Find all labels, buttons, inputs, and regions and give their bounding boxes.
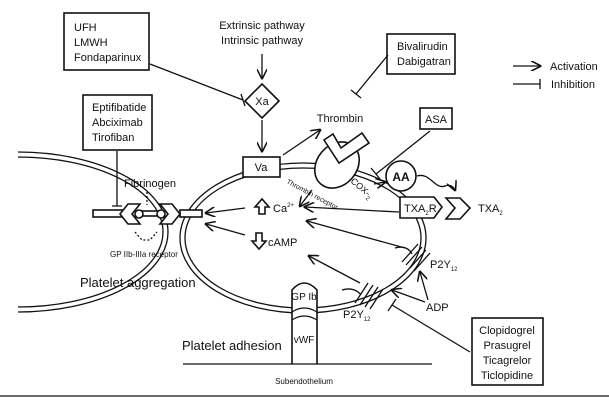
- inhibition-cox2-line: [375, 130, 431, 175]
- subendothelium-label: Subendothelium: [275, 377, 333, 386]
- txa2-chevron-icon: [444, 197, 472, 220]
- activation-arrow-icon: [420, 272, 429, 301]
- calcium-label: Ca2+: [273, 203, 294, 215]
- dotted-arrows-icon: [134, 231, 158, 241]
- activation-arrow-icon: [307, 221, 406, 249]
- drug-bivalirudin: Bivalirudin: [397, 41, 448, 53]
- drug-eptifibatide: Eptifibatide: [92, 102, 146, 114]
- inhibition-bar-icon: [513, 79, 541, 89]
- aa-label: AA: [392, 170, 410, 184]
- xa-label: Xa: [255, 96, 269, 108]
- cox2-label: COX-2: [347, 176, 376, 203]
- inhibition-bar-icon: [370, 167, 381, 180]
- aa-to-txa2-arrow-icon: [416, 174, 455, 190]
- platelet-adhesion-label: Platelet adhesion: [182, 338, 282, 353]
- arrow-down-icon: [250, 232, 268, 251]
- inhibition-bar-icon: [350, 89, 362, 99]
- p2y12-receptor-lower: [341, 282, 384, 310]
- drug-ufh: UFH: [74, 22, 97, 34]
- aa-node: AA: [385, 160, 417, 192]
- drug-clopidogrel: Clopidogrel: [479, 325, 535, 337]
- inhibition-bar-icon: [240, 93, 246, 107]
- asa-box: ASA: [419, 107, 453, 130]
- drug-tirofiban: Tirofiban: [92, 132, 134, 144]
- activation-arrow-icon: [305, 207, 400, 212]
- inhibition-xa-line: [149, 63, 244, 101]
- inhibition-gp-line: [112, 151, 122, 207]
- intrinsic-pathway: Intrinsic pathway: [221, 35, 303, 47]
- vwf-label: vWF: [294, 335, 315, 346]
- p2y12-label-upper: P2Y12: [430, 259, 458, 273]
- gp-iib-iiia-label: GP IIb-IIIa receptor: [110, 250, 178, 259]
- gp-ib-label: GP Ib: [291, 292, 317, 303]
- platelet-aggregation-label: Platelet aggregation: [80, 275, 196, 290]
- legend-activation: Activation: [550, 61, 598, 73]
- drug-ticlopidine: Ticlopidine: [481, 370, 533, 382]
- thrombin-receptor: [313, 131, 371, 189]
- extrinsic-pathway: Extrinsic pathway: [219, 20, 305, 32]
- p2y12-receptor-upper: [394, 243, 431, 272]
- adp-label: ADP: [426, 302, 449, 314]
- txa2r-label: TXA2R: [404, 203, 437, 217]
- inhibition-p2y12-line: [391, 304, 471, 353]
- legend-inhibition: Inhibition: [551, 79, 595, 91]
- drug-prasugrel: Prasugrel: [483, 340, 530, 352]
- activation-arrow-icon: [206, 224, 246, 236]
- p2y12-label-lower: P2Y12: [343, 309, 371, 323]
- gp-inhibitors-box: Eptifibatide Abciximab Tirofiban: [82, 94, 153, 151]
- p2y12-inhibitors-box: Clopidogrel Prasugrel Ticagrelor Ticlopi…: [471, 317, 544, 386]
- drug-abciximab: Abciximab: [92, 117, 143, 129]
- gp-iib-iiia-receptor: [92, 203, 203, 225]
- camp-label: cAMP: [268, 237, 297, 249]
- gp-ib-vwf-pillar: [291, 282, 318, 364]
- inhibition-bar-icon: [387, 298, 397, 312]
- fibrinogen-label: Fibrinogen: [124, 178, 176, 190]
- activation-arrow-icon: [282, 130, 320, 156]
- txa2-receptor: TXA2R: [399, 196, 444, 219]
- va-label: Va: [255, 162, 269, 174]
- drug-fondaparinux: Fondaparinux: [74, 52, 142, 64]
- drug-dabigatran: Dabigatran: [397, 56, 451, 68]
- activation-arrow-icon: [309, 256, 361, 284]
- arrow-up-icon: [253, 197, 271, 215]
- activation-arrow-icon: [300, 189, 313, 206]
- xa-node: Xa: [243, 82, 281, 120]
- drug-ticagrelor: Ticagrelor: [483, 355, 532, 367]
- activation-arrow-icon: [206, 208, 246, 213]
- drug-asa: ASA: [425, 114, 448, 126]
- va-node: Va: [242, 156, 281, 178]
- inhibition-thrombin-line: [355, 54, 389, 95]
- activation-arrow-icon: [392, 290, 426, 303]
- thrombin-label: Thrombin: [317, 113, 363, 125]
- thrombin-inhibitors-box: Bivalirudin Dabigatran: [386, 33, 456, 75]
- txa2-label: TXA2: [478, 203, 503, 217]
- activation-arrow-icon: [373, 182, 385, 184]
- heparins-box: UFH LMWH Fondaparinux: [63, 12, 150, 71]
- drug-lmwh: LMWH: [74, 37, 108, 49]
- legend: Activation Inhibition: [513, 61, 598, 91]
